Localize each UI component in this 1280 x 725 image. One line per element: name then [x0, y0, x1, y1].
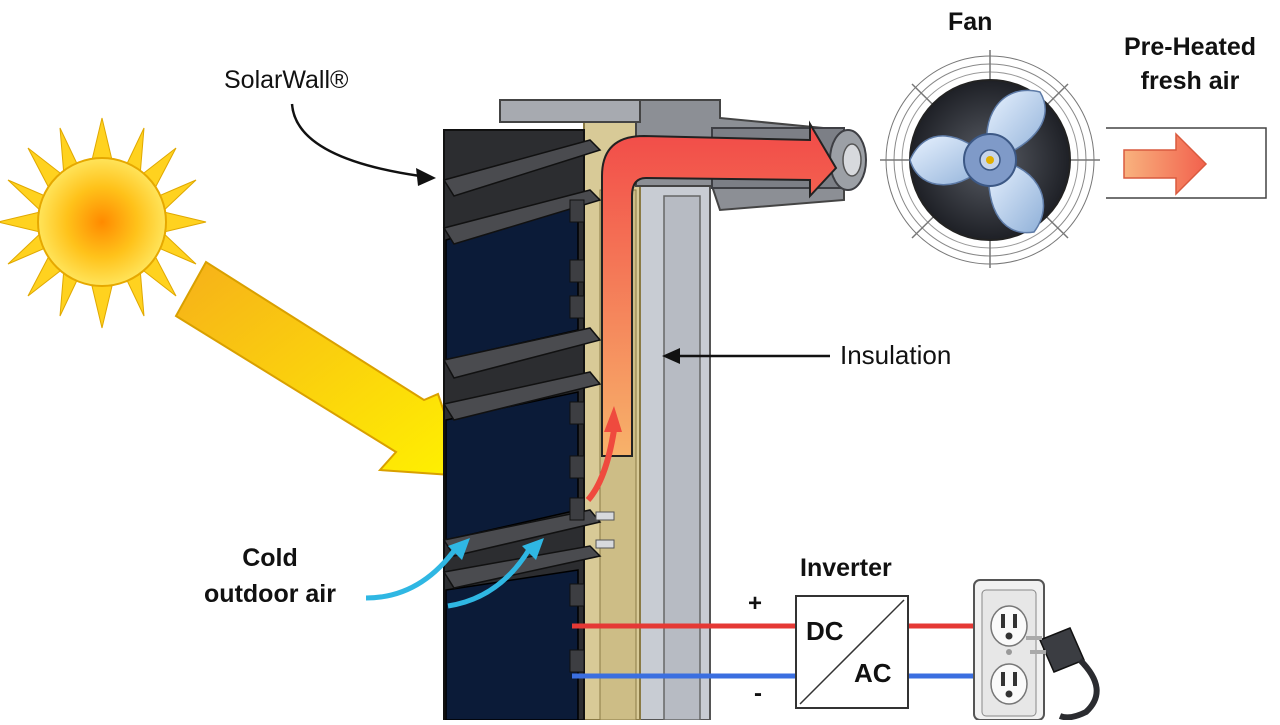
dc-label: DC	[806, 616, 844, 646]
insulation-pointer-arrow	[662, 348, 830, 364]
plug-icon	[1026, 627, 1100, 721]
heated-air-arrow	[601, 120, 838, 457]
outlet-icon	[973, 579, 1045, 721]
rising-air-arrow	[585, 406, 622, 503]
preheated-line1: Pre-Heated	[1124, 33, 1256, 61]
sunlight-beam-arrow	[174, 260, 468, 478]
inverter-label: Inverter	[800, 554, 892, 582]
positive-label: +	[748, 590, 763, 617]
solarwall-label: SolarWall®	[224, 66, 349, 94]
cold-line2: outdoor air	[204, 580, 336, 608]
negative-label: -	[754, 680, 762, 707]
fan-icon	[880, 50, 1100, 268]
ac-label: AC	[854, 658, 892, 688]
preheated-label: Pre-Heated fresh air	[1104, 30, 1276, 98]
cold-line1: Cold	[242, 544, 298, 572]
inverter-icon	[795, 595, 909, 709]
solarwall-pointer-arrow	[290, 103, 436, 186]
cold-air-arrows	[365, 546, 533, 609]
sun-icon	[0, 117, 207, 329]
fresh-air-outlet	[1106, 127, 1267, 199]
preheated-line2: fresh air	[1140, 67, 1240, 95]
fan-label: Fan	[948, 8, 993, 36]
cold-air-arrowheads	[448, 538, 544, 560]
insulation-label: Insulation	[840, 340, 952, 370]
cold-outdoor-air-label: Cold outdoor air	[180, 540, 360, 612]
